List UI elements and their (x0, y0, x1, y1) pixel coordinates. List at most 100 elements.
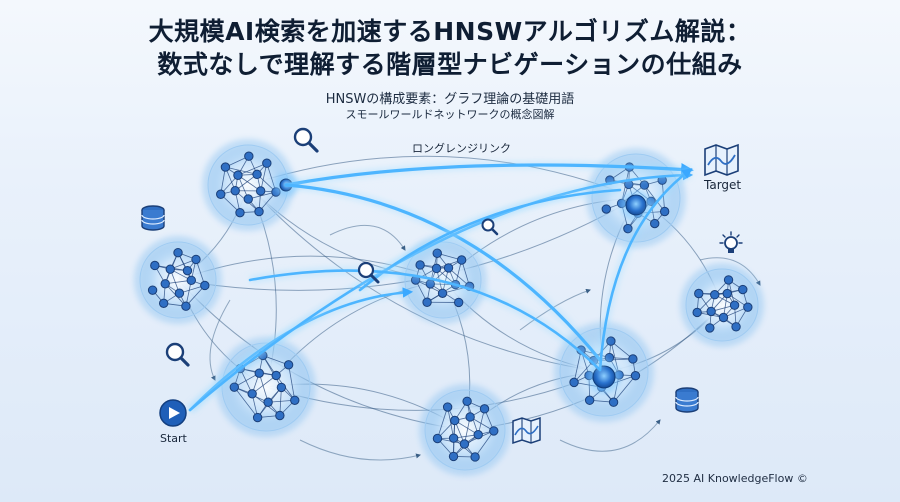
graph-node (235, 207, 245, 218)
graph-node (479, 404, 490, 414)
intra-cluster-edge (248, 191, 277, 200)
lightbulb-icon (719, 231, 743, 253)
graph-node (710, 289, 720, 300)
graph-node (738, 284, 748, 295)
intra-cluster-edge (234, 386, 258, 418)
graph-node (694, 288, 704, 299)
short-range-link (209, 299, 231, 381)
short-range-link (247, 184, 605, 374)
intra-cluster-edge (613, 375, 636, 403)
short-range-link (299, 439, 421, 461)
short-range-link (699, 257, 761, 286)
graph-node (174, 288, 185, 298)
graph-node (181, 301, 191, 311)
long-range-link (598, 168, 693, 372)
intra-cluster-edge (288, 364, 296, 401)
graph-node (705, 323, 715, 333)
graph-node (442, 402, 453, 412)
graph-node (706, 306, 716, 317)
graph-node (254, 368, 264, 378)
page-title-line-2: 数式なしで理解する階層型ナビゲーションの仕組み (157, 50, 743, 79)
graph-node (465, 412, 475, 422)
graph-node (443, 263, 454, 273)
graph-node (244, 151, 254, 161)
graph-node (743, 302, 753, 312)
magnifier-icon (357, 261, 380, 284)
intra-cluster-edge (258, 373, 269, 403)
intra-cluster-edge (237, 162, 267, 176)
graph-node (229, 382, 240, 392)
intra-cluster-edge (234, 372, 260, 388)
graph-node (275, 410, 285, 421)
graph-node (252, 412, 263, 423)
graph-node (473, 429, 483, 440)
node-cluster-left (134, 236, 222, 324)
graph-node (220, 162, 231, 172)
graph-node (158, 298, 169, 309)
graph-node (729, 300, 740, 310)
graph-node (470, 452, 480, 462)
target-hub-node (625, 194, 647, 216)
long-range-link (284, 163, 694, 187)
graph-node (283, 360, 294, 370)
long-range-links (187, 161, 694, 414)
graph-node (431, 263, 442, 274)
play-icon[interactable] (159, 399, 187, 427)
graph-node (489, 426, 499, 436)
graph-node (692, 307, 702, 318)
graph-node (569, 377, 579, 388)
node-cluster-bottom-center (419, 384, 511, 476)
graph-node (456, 255, 467, 265)
magnifier-icon (481, 218, 499, 236)
intra-cluster-edge (437, 406, 449, 439)
graph-node (290, 395, 300, 405)
map-icon (512, 416, 541, 445)
graph-node (722, 288, 732, 299)
graph-node (254, 206, 264, 217)
short-range-link (329, 224, 406, 251)
graph-node (459, 439, 470, 449)
database-icon (141, 205, 165, 231)
long-range-link-label: ロングレンジリンク (412, 142, 511, 155)
graph-node (723, 275, 734, 285)
long-range-link (248, 269, 602, 372)
graph-node (584, 395, 595, 405)
graph-node (462, 396, 472, 406)
graph-node (608, 397, 619, 407)
graph-node (233, 170, 243, 180)
target-label: Target (704, 178, 742, 192)
graph-node (415, 260, 425, 270)
graph-node (230, 186, 240, 196)
graph-node (263, 397, 273, 407)
graph-node (276, 382, 287, 393)
graph-node (247, 389, 257, 399)
graph-node (200, 280, 210, 291)
graph-node (601, 204, 612, 214)
graph-node (422, 297, 432, 307)
graph-node (453, 297, 464, 308)
subtitle-line-1: HNSWの構成要素：グラフ理論の基礎用語 (325, 92, 575, 107)
graph-node (630, 370, 641, 381)
graph-node (731, 322, 741, 332)
magnifier-icon (293, 127, 319, 153)
graph-node (252, 169, 262, 180)
database-icon (675, 387, 699, 413)
graph-node (450, 415, 460, 426)
short-range-link (247, 155, 637, 199)
page-title-line-1: 大規模AI検索を加速するHNSWアルゴリズム解説： (148, 17, 752, 46)
short-range-link (559, 419, 661, 452)
intra-cluster-edge (260, 163, 268, 192)
graph-node (150, 260, 160, 271)
graph-node (255, 186, 266, 196)
node-cluster-top-left (202, 139, 294, 231)
graph-node (216, 189, 226, 199)
graph-node (262, 158, 272, 168)
graph-node (432, 248, 442, 258)
graph-node (165, 264, 175, 274)
graph-node (628, 354, 638, 364)
start-label: Start (160, 432, 187, 445)
graph-node (432, 433, 443, 444)
intra-cluster-edge (251, 375, 277, 395)
graph-node (182, 265, 193, 276)
